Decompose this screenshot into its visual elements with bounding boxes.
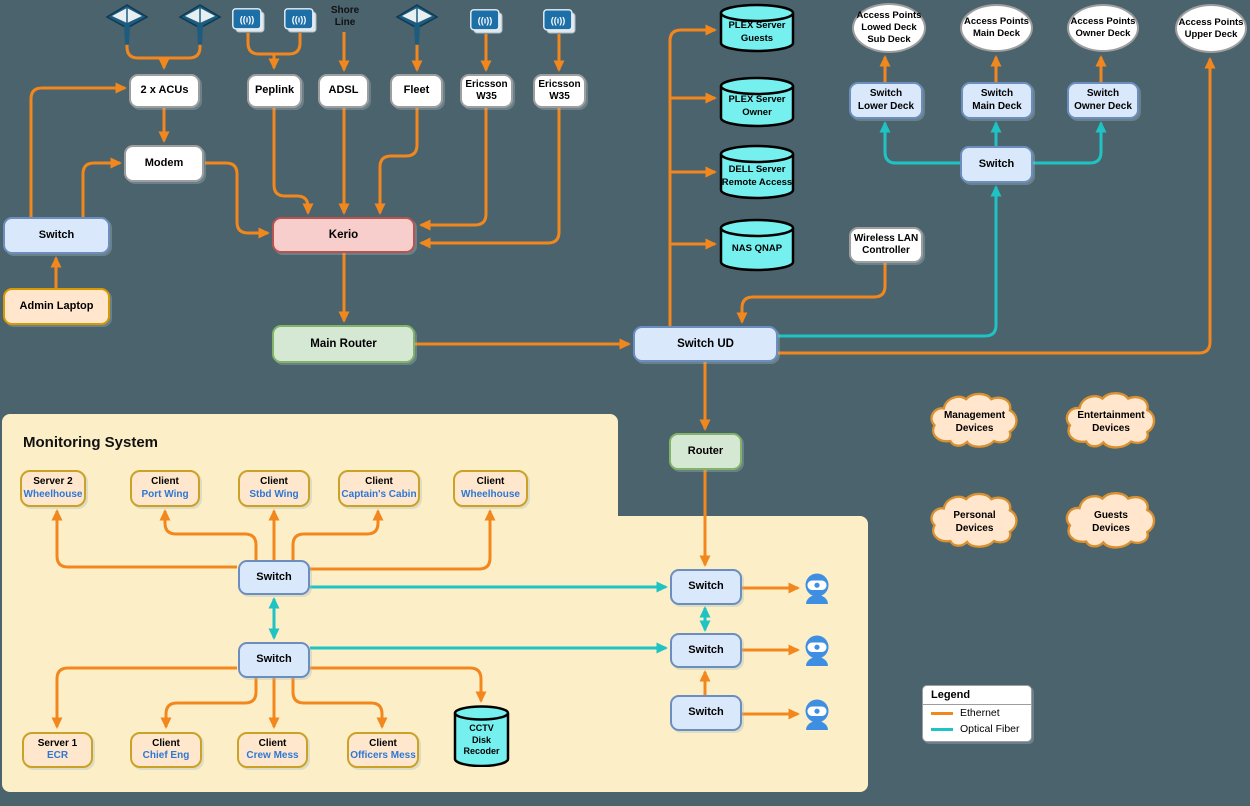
node-switch-ud[interactable]: Switch UD [633, 326, 778, 362]
satellite-dish-icon[interactable] [178, 3, 222, 45]
node-nas-qnap[interactable]: NAS QNAP [719, 218, 795, 272]
legend: Legend Ethernet Optical Fiber [922, 685, 1032, 742]
node-switch-monitoring-2[interactable]: Switch [238, 642, 310, 678]
node-client-stbd-wing[interactable]: Client Stbd Wing [238, 470, 310, 507]
node-switch-main-deck[interactable]: Switch Main Deck [961, 82, 1033, 119]
node-cctv-disk-recorder[interactable]: CCTV Disk Recoder [453, 705, 510, 767]
monitoring-system-title: Monitoring System [23, 434, 159, 451]
optical-fiber-edges [268, 121, 1107, 654]
node-switch-owner-deck[interactable]: Switch Owner Deck [1067, 82, 1139, 119]
node-router[interactable]: Router [669, 433, 742, 470]
ethernet-edges [29, 24, 1216, 729]
shore-line-label: Shore Line [330, 5, 360, 28]
node-ap-lowed-deck-sub-deck[interactable]: Access Points Lowed Deck Sub Deck [852, 3, 926, 53]
cloud-shape [1065, 392, 1156, 449]
node-main-router[interactable]: Main Router [272, 325, 415, 363]
node-switch-deck-core[interactable]: Switch [960, 146, 1033, 183]
node-client-port-wing[interactable]: Client Port Wing [130, 470, 200, 507]
node-peplink[interactable]: Peplink [247, 74, 302, 108]
node-client-crew-mess[interactable]: Client Crew Mess [237, 732, 308, 768]
cylinder-shape [719, 144, 795, 200]
legend-title: Legend [923, 686, 1031, 705]
svg-text:((ı)): ((ı)) [240, 15, 255, 25]
node-ap-owner-deck[interactable]: Access Points Owner Deck [1067, 4, 1139, 52]
node-2x-acus[interactable]: 2 x ACUs [129, 74, 200, 108]
svg-text:((ı)): ((ı)) [292, 15, 307, 25]
wifi-antenna-icon[interactable]: ((ı)) [284, 8, 317, 34]
cylinder-shape [719, 218, 795, 272]
wifi-antenna-icon[interactable]: ((ı)) [470, 9, 503, 35]
node-ap-main-deck[interactable]: Access Points Main Deck [960, 4, 1033, 52]
node-client-wheelhouse[interactable]: Client Wheelhouse [453, 470, 528, 507]
wifi-antenna-icon[interactable]: ((ı)) [232, 8, 265, 34]
node-fleet[interactable]: Fleet [390, 74, 443, 108]
camera-icon[interactable] [802, 698, 832, 731]
node-modem[interactable]: Modem [124, 145, 204, 182]
optical-fiber-line-swatch [931, 727, 953, 731]
satellite-dish-icon[interactable] [105, 3, 149, 45]
svg-text:((ı)): ((ı)) [551, 16, 566, 26]
node-client-officers-mess[interactable]: Client Officers Mess [347, 732, 419, 768]
cloud-shape [1065, 492, 1156, 549]
node-wireless-lan-controller[interactable]: Wireless LAN Controller [849, 227, 923, 263]
node-ap-upper-deck[interactable]: Access Points Upper Deck [1175, 4, 1247, 53]
node-server1-ecr[interactable]: Server 1 ECR [22, 732, 93, 768]
node-client-captains-cabin[interactable]: Client Captain's Cabin [338, 470, 420, 507]
node-switch-cctv-2[interactable]: Switch [670, 633, 742, 668]
camera-icon[interactable] [802, 634, 832, 667]
node-server2-wheelhouse[interactable]: Server 2 Wheelhouse [20, 470, 86, 507]
camera-icon[interactable] [802, 572, 832, 605]
node-switch-cctv-3[interactable]: Switch [670, 695, 742, 731]
cylinder-shape [719, 3, 795, 53]
node-adsl[interactable]: ADSL [318, 74, 369, 108]
node-ericsson-w35-1[interactable]: Ericsson W35 [460, 74, 513, 108]
satellite-dish-icon[interactable] [395, 3, 439, 45]
cloud-shape [930, 492, 1018, 548]
ethernet-line-swatch [931, 711, 953, 715]
node-ericsson-w35-2[interactable]: Ericsson W35 [533, 74, 586, 108]
node-switch-lower-deck[interactable]: Switch Lower Deck [849, 82, 923, 119]
legend-item-ethernet: Ethernet [923, 705, 1031, 721]
cloud-shape [930, 392, 1018, 448]
node-switch-monitoring-1[interactable]: Switch [238, 560, 310, 595]
cylinder-shape [453, 705, 510, 767]
node-client-chief-eng[interactable]: Client Chief Eng [130, 732, 202, 768]
node-switch-admin[interactable]: Switch [3, 217, 110, 254]
cylinder-shape [719, 76, 795, 128]
wifi-antenna-icon[interactable]: ((ı)) [543, 9, 576, 35]
svg-text:((ı)): ((ı)) [478, 16, 493, 26]
node-admin-laptop[interactable]: Admin Laptop [3, 288, 110, 325]
node-switch-cctv-1[interactable]: Switch [670, 569, 742, 605]
node-kerio[interactable]: Kerio [272, 217, 415, 253]
legend-item-optical-fiber: Optical Fiber [923, 721, 1031, 741]
